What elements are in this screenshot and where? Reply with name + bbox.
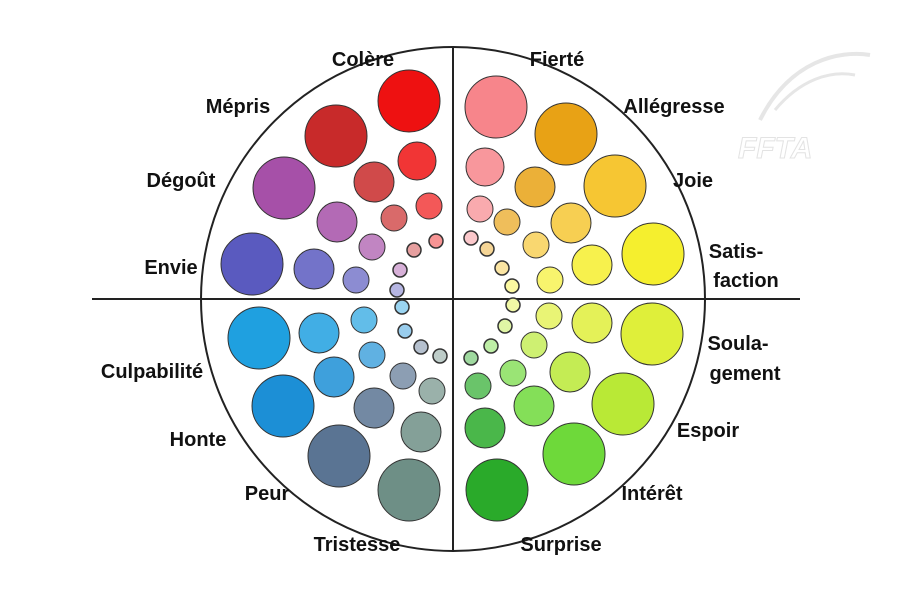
- emotion-dot-allegresse-4: [479, 241, 495, 257]
- label-colere: Colère: [332, 49, 394, 71]
- emotion-dot-soulagement-1: [620, 302, 684, 366]
- emotion-dot-allegresse-3: [493, 208, 521, 236]
- emotion-dot-tristesse-2: [400, 411, 442, 453]
- label-soulagement-2: gement: [709, 363, 780, 385]
- emotion-dot-colere-2: [397, 141, 437, 181]
- emotion-dot-allegresse-1: [534, 102, 598, 166]
- emotion-dot-joie-2: [550, 202, 592, 244]
- label-honte: Honte: [170, 429, 227, 451]
- emotion-dot-fierte-4: [463, 230, 479, 246]
- emotion-dot-honte-4: [397, 323, 413, 339]
- emotion-dot-satisfaction-4: [504, 278, 520, 294]
- emotion-dot-tristesse-4: [432, 348, 448, 364]
- emotion-dot-mepris-1: [304, 104, 368, 168]
- emotion-dot-colere-3: [415, 192, 443, 220]
- emotion-dot-joie-4: [494, 260, 510, 276]
- emotion-dot-surprise-1: [465, 458, 529, 522]
- label-interet: Intérêt: [621, 483, 682, 505]
- label-tristesse: Tristesse: [314, 534, 401, 556]
- label-satisfaction-2: faction: [713, 270, 779, 292]
- emotion-dot-culpabilite-2: [298, 312, 340, 354]
- emotion-dot-culpabilite-4: [394, 299, 410, 315]
- label-mepris: Mépris: [206, 96, 270, 118]
- emotion-dot-fierte-2: [465, 147, 505, 187]
- emotion-dot-mepris-3: [380, 204, 408, 232]
- emotion-dot-honte-3: [358, 341, 386, 369]
- emotion-dot-degout-2: [316, 201, 358, 243]
- emotion-dot-joie-3: [522, 231, 550, 259]
- emotion-dot-satisfaction-1: [621, 222, 685, 286]
- emotion-dot-colere-1: [377, 69, 441, 133]
- emotion-dot-mepris-4: [406, 242, 422, 258]
- emotion-dot-fierte-3: [466, 195, 494, 223]
- emotion-dot-honte-1: [251, 374, 315, 438]
- emotion-dot-peur-2: [353, 387, 395, 429]
- ffta-logo: FFTA: [738, 51, 871, 166]
- emotion-dot-fierte-1: [464, 75, 528, 139]
- emotion-dot-culpabilite-1: [227, 306, 291, 370]
- emotion-dot-soulagement-4: [505, 297, 521, 313]
- label-joie: Joie: [673, 170, 713, 192]
- emotion-dot-espoir-3: [520, 331, 548, 359]
- emotion-dot-degout-3: [358, 233, 386, 261]
- emotion-dot-surprise-3: [464, 372, 492, 400]
- emotion-dot-degout-1: [252, 156, 316, 220]
- emotion-dot-culpabilite-3: [350, 306, 378, 334]
- emotion-dot-satisfaction-2: [571, 244, 613, 286]
- label-peur: Peur: [245, 483, 290, 505]
- emotion-dot-envie-2: [293, 248, 335, 290]
- label-soulagement-1: Soula-: [707, 333, 768, 355]
- emotion-dot-peur-1: [307, 424, 371, 488]
- emotion-dot-tristesse-1: [377, 458, 441, 522]
- emotion-dot-interet-1: [542, 422, 606, 486]
- emotion-dot-interet-4: [483, 338, 499, 354]
- emotion-dot-espoir-1: [591, 372, 655, 436]
- emotion-dot-envie-3: [342, 266, 370, 294]
- logo-text: FFTA: [738, 132, 812, 165]
- emotion-dot-peur-4: [413, 339, 429, 355]
- emotion-dot-interet-3: [499, 359, 527, 387]
- label-surprise: Surprise: [520, 534, 601, 556]
- emotion-dot-degout-4: [392, 262, 408, 278]
- emotion-dot-peur-3: [389, 362, 417, 390]
- emotion-dot-espoir-2: [549, 351, 591, 393]
- emotion-dot-espoir-4: [497, 318, 513, 334]
- emotion-dot-surprise-2: [464, 407, 506, 449]
- emotion-dot-envie-1: [220, 232, 284, 296]
- label-satisfaction-1: Satis-: [709, 241, 763, 263]
- emotion-dots: [220, 69, 685, 522]
- label-culpabilite: Culpabilité: [101, 361, 203, 383]
- emotion-dot-tristesse-3: [418, 377, 446, 405]
- emotion-dot-allegresse-2: [514, 166, 556, 208]
- emotion-dot-envie-4: [389, 282, 405, 298]
- emotion-dot-soulagement-3: [535, 302, 563, 330]
- emotion-dot-mepris-2: [353, 161, 395, 203]
- label-espoir: Espoir: [677, 420, 739, 442]
- label-envie: Envie: [144, 257, 197, 279]
- label-fierte: Fierté: [530, 49, 584, 71]
- emotion-dot-interet-2: [513, 385, 555, 427]
- emotion-dot-honte-2: [313, 356, 355, 398]
- emotion-dot-colere-4: [428, 233, 444, 249]
- label-allegresse: Allégresse: [623, 96, 724, 118]
- emotion-dot-soulagement-2: [571, 302, 613, 344]
- label-degout: Dégoût: [147, 170, 216, 192]
- emotion-dot-satisfaction-3: [536, 266, 564, 294]
- emotion-dot-joie-1: [583, 154, 647, 218]
- emotion-dot-surprise-4: [463, 350, 479, 366]
